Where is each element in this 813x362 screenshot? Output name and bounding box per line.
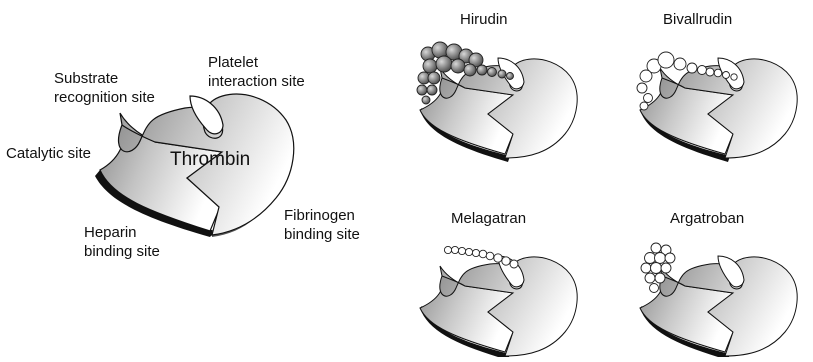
inhibitor-bead — [637, 83, 647, 93]
inhibitor-bead — [472, 249, 479, 256]
inhibitor-bead — [661, 263, 671, 273]
inhibitor-bead — [650, 284, 659, 293]
inhibitor-bead — [498, 70, 506, 78]
inhibitor-bead — [479, 250, 487, 258]
inhibitor-bead — [640, 102, 648, 110]
inhibitor-bead — [731, 74, 737, 80]
inhibitor-bead — [451, 59, 465, 73]
inhibitor-bead — [494, 254, 502, 262]
inhibitor-bead — [427, 85, 437, 95]
inhibitor-bead — [714, 69, 722, 77]
inhibitor-bead — [432, 42, 448, 58]
inhibitor-panel — [637, 52, 797, 162]
inhibitor-panels — [417, 42, 797, 357]
inhibitor-bead — [651, 263, 662, 274]
inhibitor-bead — [458, 247, 465, 254]
inhibitor-bead — [723, 72, 730, 79]
fibrinogen-binding-label: Fibrinogen binding site — [284, 206, 360, 244]
inhibitor-bead — [423, 59, 437, 73]
label-line: Heparin — [84, 223, 160, 242]
inhibitor-bead — [507, 73, 514, 80]
inhibitor-bead — [658, 52, 674, 68]
inhibitor-bead — [655, 253, 666, 264]
inhibitor-bead — [444, 246, 451, 253]
inhibitor-bead — [436, 56, 452, 72]
label-line: Platelet — [208, 53, 305, 72]
inhibitor-bead — [655, 273, 665, 283]
inhibitor-bead — [645, 273, 655, 283]
inhibitor-bead — [687, 63, 697, 73]
inhibitor-bead — [465, 248, 472, 255]
inhibitor-panel — [417, 42, 577, 162]
inhibitor-bead — [422, 96, 430, 104]
inhibitor-bead — [674, 58, 686, 70]
hirudin-title: Hirudin — [460, 11, 508, 29]
inhibitor-bead — [706, 68, 714, 76]
inhibitor-bead — [451, 246, 458, 253]
inhibitor-bead — [502, 257, 510, 265]
inhibitor-panel — [420, 246, 577, 357]
substrate-recognition-label: Substrate recognition site — [54, 69, 155, 107]
inhibitor-bead — [651, 243, 661, 253]
heparin-binding-label: Heparin binding site — [84, 223, 160, 261]
platelet-interaction-label: Platelet interaction site — [208, 53, 305, 91]
bivalirudin-title: Bivallrudin — [663, 11, 732, 29]
label-line: Substrate — [54, 69, 155, 88]
label-line: binding site — [84, 242, 160, 261]
inhibitor-bead — [644, 94, 653, 103]
label-line: Fibrinogen — [284, 206, 360, 225]
inhibitor-bead — [428, 72, 440, 84]
thrombin-label: Thrombin — [170, 149, 250, 171]
catalytic-site-label: Catalytic site — [6, 144, 91, 163]
inhibitor-panel — [640, 243, 797, 357]
argatroban-title: Argatroban — [670, 210, 744, 228]
melagatran-title: Melagatran — [451, 210, 526, 228]
inhibitor-bead — [477, 65, 487, 75]
inhibitor-bead — [486, 252, 494, 260]
inhibitor-bead — [665, 253, 675, 263]
inhibitor-bead — [417, 85, 427, 95]
inhibitor-bead — [488, 68, 497, 77]
inhibitor-bead — [641, 263, 651, 273]
inhibitor-bead — [698, 66, 707, 75]
label-line: recognition site — [54, 88, 155, 107]
label-line: interaction site — [208, 72, 305, 91]
inhibitor-bead — [510, 260, 518, 268]
inhibitor-bead — [464, 64, 476, 76]
inhibitor-bead — [645, 253, 656, 264]
label-line: binding site — [284, 225, 360, 244]
inhibitor-bead — [640, 70, 652, 82]
